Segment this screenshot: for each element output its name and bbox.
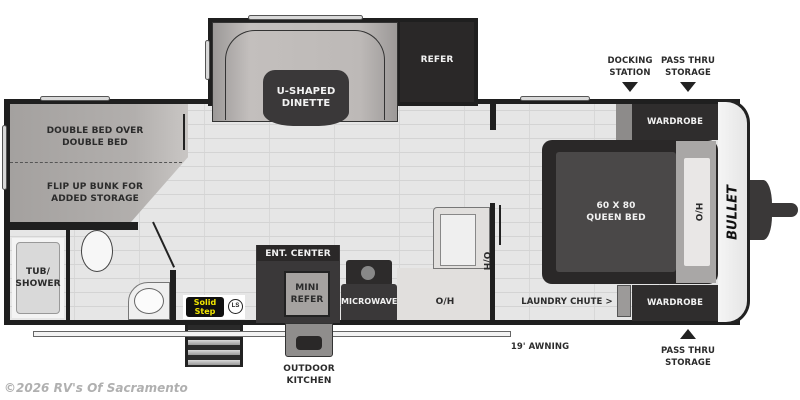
hitch (750, 180, 772, 240)
ent-center-top (257, 245, 339, 261)
solid-step-logo: Solid Step (186, 297, 224, 317)
toilet (81, 230, 113, 272)
sink-basin (134, 288, 164, 314)
ladder-icon (183, 114, 185, 150)
wardrobe-top (632, 104, 718, 140)
flip-bunk-label: FLIP UP BUNK FOR ADDED STORAGE (46, 182, 144, 204)
arrow-down-icon (622, 82, 638, 92)
ho-label: H/O (693, 202, 703, 222)
laundry-chute-label: LAUNDRY CHUTE > (521, 297, 613, 307)
kitchen-counter (397, 268, 490, 320)
laundry-chute (617, 285, 631, 317)
pass-thru-top-label: PASS THRU STORAGE (660, 56, 716, 78)
tub-label: TUB/ SHOWER (15, 267, 61, 289)
docking-station-label: DOCKING STATION (607, 56, 653, 78)
bunk-label: DOUBLE BED OVER DOUBLE BED (46, 126, 144, 148)
arrow-down-icon (680, 82, 696, 92)
queen-bed (556, 152, 676, 272)
burner-icon (361, 266, 375, 280)
refrigerator (400, 22, 474, 102)
microwave (341, 284, 397, 320)
mini-refer-label: MINI REFER (290, 283, 324, 305)
tub-basin (16, 242, 60, 314)
kitchen-sink (440, 214, 476, 266)
dinette-table (263, 70, 349, 126)
wardrobe-bottom-label: WARDROBE (646, 298, 704, 308)
outdoor-kitchen-label: OUTDOOR KITCHEN (283, 364, 335, 386)
awning (33, 331, 511, 337)
kitchen-wall (490, 203, 495, 320)
hitch-tongue (768, 203, 798, 217)
nightstand (684, 158, 710, 266)
divider-line (499, 205, 501, 245)
window (40, 96, 110, 101)
window (520, 96, 590, 101)
dinette-label: U-SHAPED DINETTE (276, 86, 336, 109)
oh-bottom-label: O/H (435, 297, 455, 307)
window (205, 40, 210, 80)
partition (490, 100, 496, 130)
dinette-table-outline (225, 30, 385, 120)
bath-wall (170, 270, 176, 320)
outdoor-burner-icon (296, 336, 322, 350)
window (248, 15, 363, 20)
ls-logo-icon: LS (228, 299, 243, 314)
microwave-label: MICROWAVE (341, 297, 398, 306)
pass-thru-bottom-label: PASS THRU STORAGE (660, 346, 716, 368)
window (2, 125, 7, 190)
copyright-watermark: ©2026 RV's Of Sacramento (4, 381, 188, 395)
arrow-up-icon (680, 329, 696, 339)
bunk-divider (10, 162, 182, 163)
mini-refer (284, 271, 330, 317)
queen-bed-label: 60 X 80 QUEEN BED (586, 201, 646, 223)
bath-wall (66, 230, 70, 320)
wardrobe-top-label: WARDROBE (646, 117, 704, 127)
bedroom-floor (616, 104, 632, 140)
front-cap (718, 99, 750, 325)
bath-wall (10, 222, 138, 230)
awning-label: 19' AWNING (510, 342, 570, 352)
refer-label: REFER (420, 55, 454, 65)
ent-center-label: ENT. CENTER (265, 249, 331, 259)
bullet-logo: BULLET (725, 185, 741, 240)
wardrobe-bottom (632, 285, 718, 321)
